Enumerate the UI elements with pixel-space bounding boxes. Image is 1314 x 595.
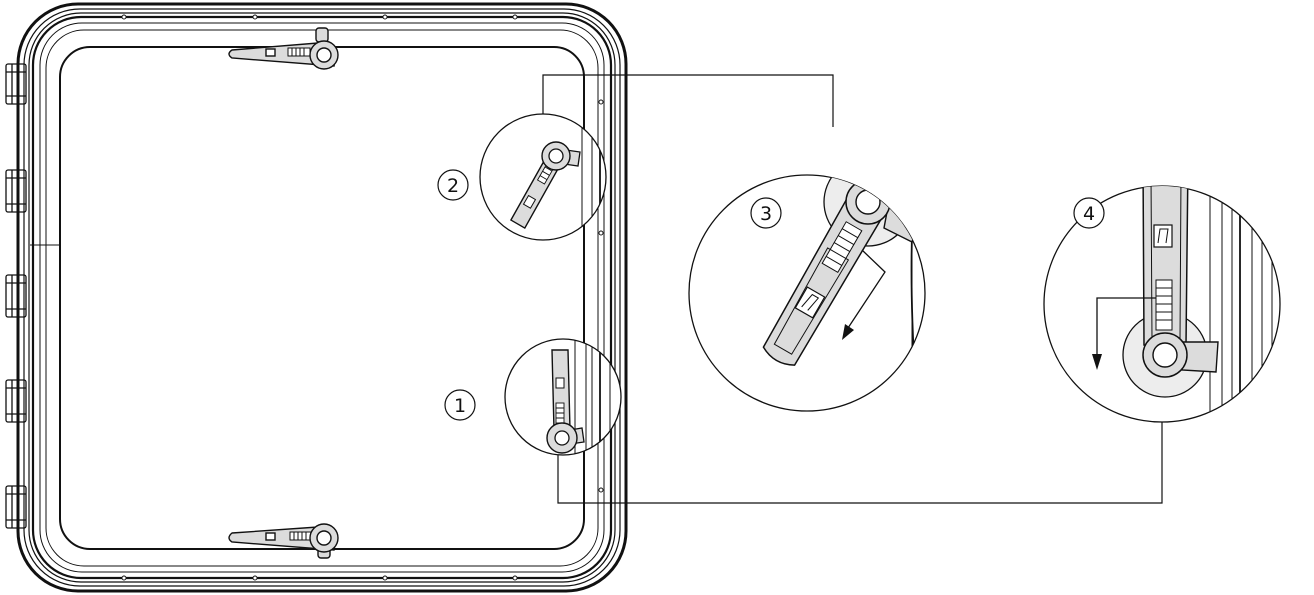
hinge-icon	[5, 169, 27, 213]
step-number: 1	[454, 395, 466, 417]
hinge-column	[5, 63, 27, 529]
step-callout-4: 4	[1073, 197, 1105, 229]
step-number: 2	[447, 175, 459, 197]
detail-circle-4	[1043, 185, 1281, 423]
hinge-icon	[5, 485, 27, 529]
direction-arrow-icon	[1092, 297, 1156, 370]
frame-rivets	[121, 14, 604, 581]
latch-handle-icon	[228, 523, 339, 559]
detail-circle-2	[479, 113, 607, 241]
direction-arrow-icon	[842, 249, 886, 340]
hinge-icon	[5, 63, 27, 105]
hinge-icon	[5, 274, 27, 318]
step-callout-1: 1	[444, 389, 476, 421]
hatch-frame	[16, 2, 628, 593]
step-callout-2: 2	[437, 169, 469, 201]
step-callout-3: 3	[750, 197, 782, 229]
detail-circle-3	[688, 174, 926, 412]
latch-handle-icon	[228, 27, 339, 70]
hinge-icon	[5, 379, 27, 423]
step-number: 4	[1083, 203, 1095, 225]
step-number: 3	[760, 203, 772, 225]
detail-circle-1	[504, 338, 622, 456]
connector-lines	[542, 74, 1163, 504]
